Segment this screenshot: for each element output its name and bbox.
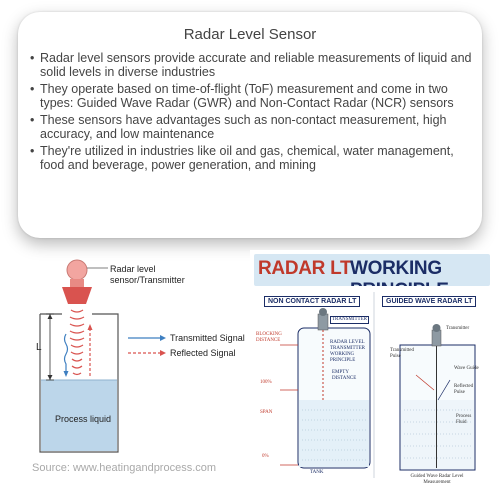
ncr-header: NON CONTACT RADAR LT (264, 296, 361, 307)
page-title: Radar Level Sensor (183, 26, 317, 43)
banner-title-part1: RADAR LT (258, 258, 352, 279)
info-card: Radar Level Sensor Radar level sensors p… (18, 12, 482, 238)
transmitted-signal-wave (63, 333, 69, 374)
bullet-item: They're utilized in industries like oil … (30, 144, 476, 172)
empty-distance-tag: EMPTY DISTANCE (332, 370, 357, 381)
transmitted-pulse-label: Transmitted Pulse (390, 348, 414, 359)
sensor-head-icon (66, 259, 88, 281)
source-credit: Source: www.heatingandprocess.com (32, 462, 217, 474)
principle-center-text: RADAR LEVEL TRANSMITTER WORKING PRINCIPL… (330, 340, 365, 363)
tank-illustration (39, 259, 166, 453)
process-liquid-label: Process liquid (55, 414, 112, 424)
level-label: L (36, 342, 42, 353)
bullet-item: These sensors have advantages such as no… (30, 113, 476, 141)
bullet-item: Radar level sensors provide accurate and… (30, 51, 476, 79)
tank-tag: TANK (310, 470, 324, 475)
gw-transmitter-label: Transmitter (446, 326, 470, 331)
sensor-label: Radar level sensor/Transmitter (110, 264, 185, 285)
ncr-transmitter-icon (317, 313, 329, 331)
bullet-item: They operate based on time-of-flight (To… (30, 82, 476, 110)
gwr-transmitter-icon (431, 329, 442, 347)
banner-title-part2: WORKING PRINCIPLE (350, 258, 449, 286)
process-fluid-label: Process Fluid (456, 414, 472, 425)
sensor-neck (70, 279, 84, 287)
principle-illustration (280, 292, 476, 478)
ncr-fluid (299, 400, 369, 467)
gwr-header: GUIDED WAVE RADAR LT (382, 296, 477, 307)
pct-0-tag: 0% (262, 454, 269, 459)
gwr-fluid (401, 400, 474, 469)
transmitted-signal-label: Transmitted Signal (170, 333, 245, 343)
process-liquid-fill (41, 380, 117, 451)
gwr-caption: Guided Wave Radar Level Measurement (410, 474, 464, 485)
pct-100-tag: 100% (260, 380, 272, 385)
reflected-pulse-label: Reflected Pulse (454, 384, 474, 395)
bullet-list: Radar level sensors provide accurate and… (30, 51, 476, 176)
wave-guide-label: Wave Guide (454, 366, 479, 371)
blocking-distance-tag: BLOCKING DISTANCE (256, 332, 282, 343)
working-principle-figure: RADAR LT WORKING PRINCIPLE (250, 250, 492, 490)
reflected-signal-label: Reflected Signal (170, 348, 236, 358)
radar-wave-arcs (69, 309, 85, 376)
sensor-base (62, 287, 92, 304)
radar-sensor-diagram: Radar level sensor/Transmitter L Transmi… (0, 252, 245, 462)
span-tag: SPAN (260, 410, 273, 415)
transmitter-tag: TRANSMITTER (330, 316, 369, 324)
working-principle-banner: RADAR LT WORKING PRINCIPLE (254, 254, 490, 286)
